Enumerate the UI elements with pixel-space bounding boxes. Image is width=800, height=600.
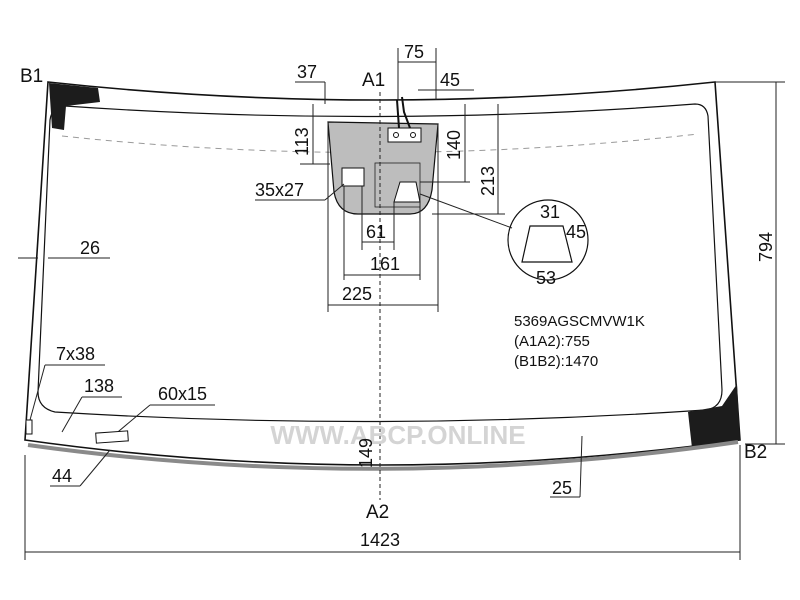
connector-block — [387, 127, 422, 143]
dim-53: 53 — [536, 268, 556, 288]
dim-138: 138 — [84, 376, 114, 396]
dim-113: 113 — [292, 127, 312, 156]
sensor-strip — [95, 430, 129, 444]
dim-37: 37 — [297, 62, 317, 82]
label-a2: A2 — [366, 502, 389, 523]
label-b1: B1 — [20, 66, 43, 87]
connector-pin-left — [393, 132, 399, 138]
corner-block-b1 — [49, 83, 100, 130]
bottom-band — [27, 440, 739, 471]
dim-b1b2: (B1B2):1470 — [514, 353, 598, 370]
dim-a1a2: (A1A2):755 — [514, 333, 590, 350]
dimension-lines — [18, 48, 785, 560]
rain-sensor-window — [341, 167, 365, 187]
camera-box — [374, 162, 421, 208]
watermark: WWW.ABCP.ONLINE — [270, 420, 525, 450]
dim-35x27: 35x27 — [255, 180, 304, 200]
dim-60x15: 60x15 — [158, 384, 207, 404]
label-b2: B2 — [744, 442, 767, 463]
vin-window — [25, 419, 33, 435]
dim-161: 161 — [370, 254, 400, 274]
dim-225: 225 — [342, 284, 372, 304]
dim-75: 75 — [404, 42, 424, 62]
dim-7x38: 7x38 — [56, 344, 95, 364]
connector-wire — [396, 96, 411, 129]
dim-44: 44 — [52, 466, 72, 486]
dim-45-detail: 45 — [566, 222, 586, 242]
label-a1: A1 — [362, 70, 385, 91]
detail-leader — [419, 193, 513, 229]
dim-1423: 1423 — [360, 530, 400, 550]
detail-trapezoid — [521, 225, 573, 263]
dim-31: 31 — [540, 202, 560, 222]
dim-25: 25 — [552, 478, 572, 498]
dim-794: 794 — [756, 232, 776, 262]
dim-149: 149 — [356, 438, 376, 468]
dim-26: 26 — [80, 238, 100, 258]
part-number: 5369AGSCMVW1K — [514, 313, 645, 330]
dim-213: 213 — [478, 166, 498, 196]
dim-45-top: 45 — [440, 70, 460, 90]
connector-pin-right — [410, 132, 416, 138]
shade-band-line — [61, 133, 699, 153]
dim-61: 61 — [366, 222, 386, 242]
dim-140: 140 — [444, 130, 464, 160]
corner-block-b2 — [688, 384, 740, 448]
